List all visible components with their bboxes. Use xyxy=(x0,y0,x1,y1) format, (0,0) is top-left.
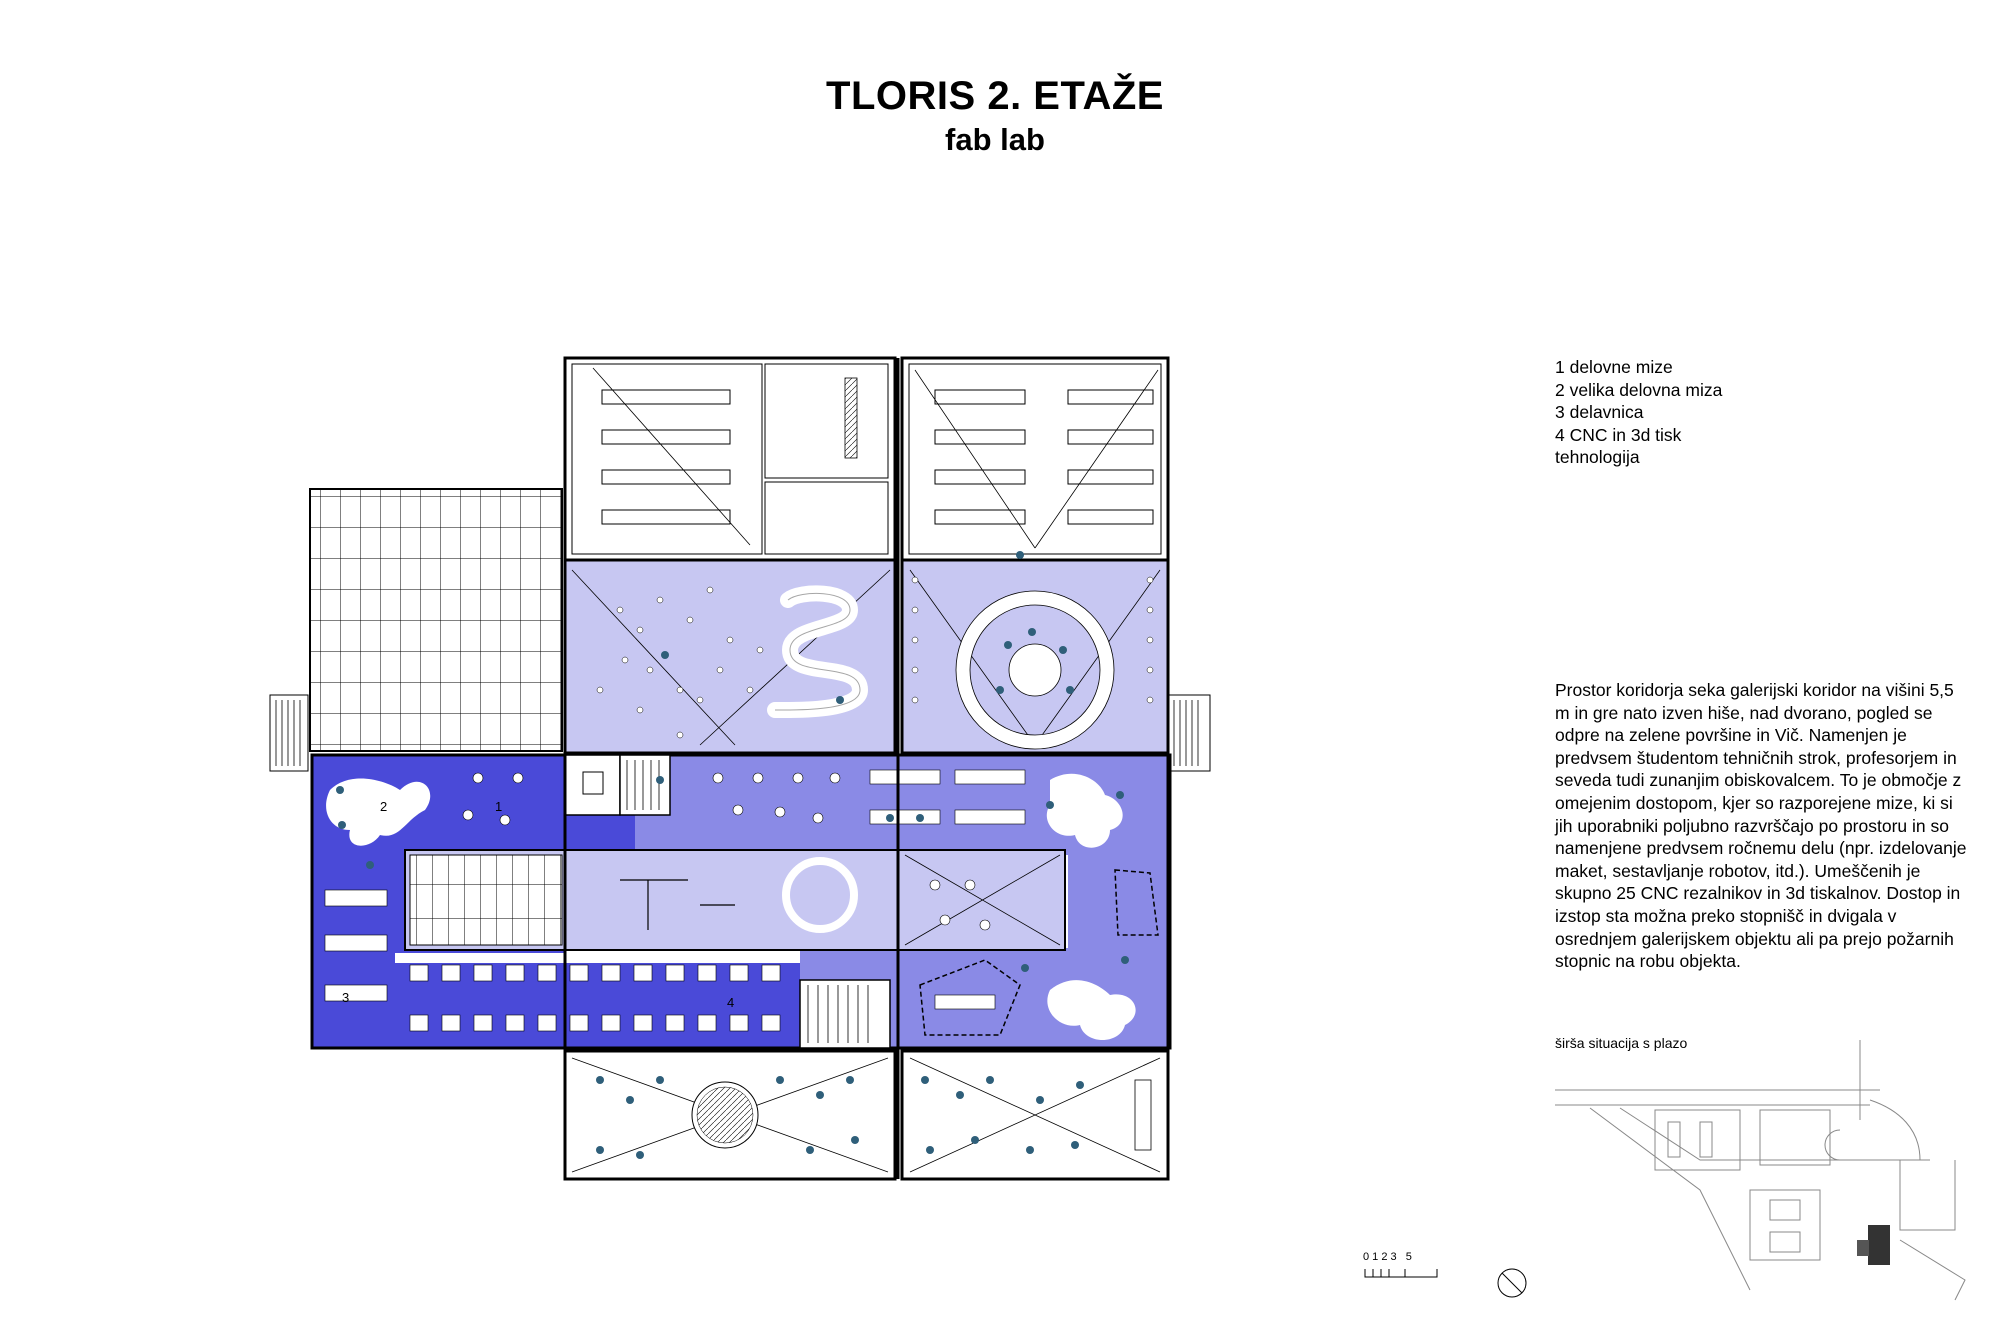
page-subtitle: fab lab xyxy=(945,122,1045,157)
round-tables xyxy=(462,772,991,931)
legend-item: 3 delavnica xyxy=(1555,402,1644,422)
chairs xyxy=(596,576,1154,739)
people-figures xyxy=(336,551,1129,972)
plan-labels: 2 1 3 4 xyxy=(342,799,734,1010)
legend-item: 4 CNC in 3d tisk xyxy=(1555,424,1682,445)
right-stair-annex xyxy=(1167,694,1211,772)
legend: 1 delovne mize 2 velika delovna miza 3 d… xyxy=(1555,356,1722,469)
structure-outline xyxy=(563,358,1170,1179)
label-4: 4 xyxy=(727,995,734,1010)
situation-building-highlight xyxy=(1857,1225,1890,1265)
legend-item: tehnologija xyxy=(1555,447,1640,467)
legend-item: 2 velika delovna miza xyxy=(1555,379,1723,400)
room-lecture-light xyxy=(563,558,897,755)
legend-item: 1 delovne mize xyxy=(1555,357,1673,377)
left-grid-block xyxy=(269,488,563,772)
room-bottom-left xyxy=(563,1049,897,1181)
main-floor-zones xyxy=(310,753,1172,1050)
label-3: 3 xyxy=(342,990,349,1005)
label-1: 1 xyxy=(495,799,502,814)
scale-bar-numbers: 0 1 2 3 5 xyxy=(1363,1251,1412,1263)
situation-map xyxy=(1555,1040,1966,1301)
label-2: 2 xyxy=(380,799,387,814)
room-top-right xyxy=(900,356,1170,562)
large-worktables xyxy=(326,773,1136,1040)
room-ring-light xyxy=(900,558,1170,755)
page-title: TLORIS 2. ETAŽE xyxy=(826,74,1164,118)
situation-label: širša situacija s plazo xyxy=(1555,1035,1688,1051)
description-text: Prostor koridorja seka galerijski korido… xyxy=(1555,680,1967,972)
north-arrow-icon xyxy=(1497,1268,1527,1298)
workbench-tables xyxy=(324,769,1026,1032)
scale-bar-icon xyxy=(1364,1269,1438,1278)
room-bottom-right xyxy=(900,1049,1170,1181)
room-top-left xyxy=(563,356,897,562)
